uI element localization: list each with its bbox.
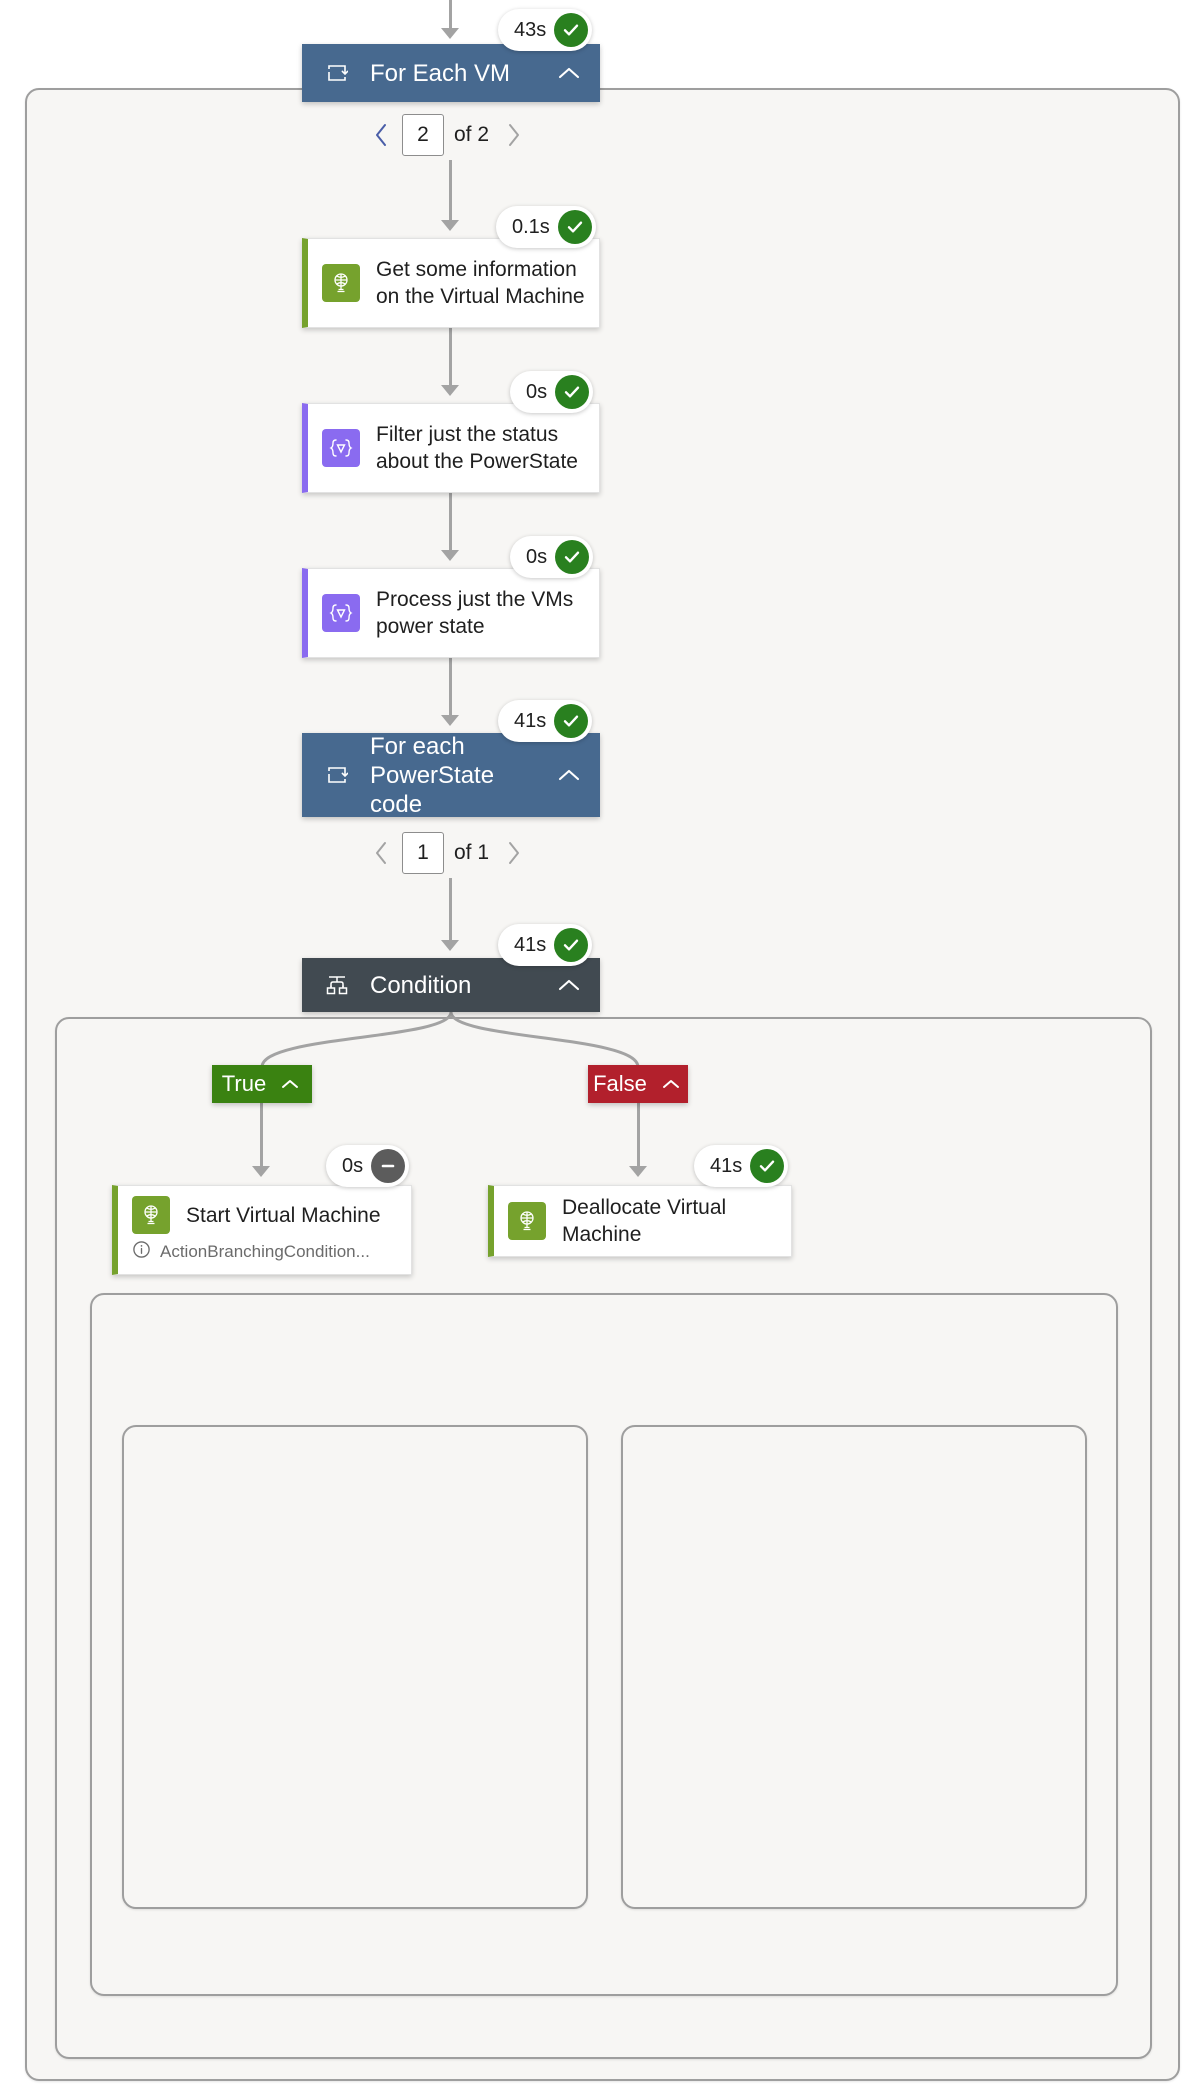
duration-label: 0.1s bbox=[512, 215, 550, 238]
azure-vm-icon bbox=[322, 264, 360, 302]
connector-into-foreach-vm bbox=[449, 0, 452, 30]
action-title: Get some information on the Virtual Mach… bbox=[376, 258, 585, 308]
action-card-process-power-state[interactable]: Process just the VMs power state bbox=[302, 568, 600, 658]
scope-title-foreach-powerstate: For each PowerState code bbox=[370, 732, 495, 818]
data-operation-icon bbox=[322, 429, 360, 467]
status-badge-get-information: 0.1s bbox=[496, 206, 596, 248]
connector-getinfo-to-filter bbox=[449, 328, 452, 386]
connector-false-to-dealloc bbox=[637, 1103, 640, 1167]
duration-label: 41s bbox=[710, 1154, 743, 1177]
scope-true-branch-body bbox=[122, 1425, 588, 1909]
loop-icon bbox=[322, 760, 352, 790]
chevron-up-icon[interactable] bbox=[659, 1072, 683, 1096]
scope-header-foreach-vm[interactable]: For Each VM bbox=[302, 44, 600, 102]
duration-label: 0s bbox=[526, 380, 548, 403]
duration-label: 0s bbox=[342, 1154, 364, 1177]
arrow-into-process bbox=[441, 550, 459, 561]
status-icon-succeeded bbox=[750, 1149, 785, 1183]
branch-label-true: True bbox=[221, 1071, 267, 1096]
status-badge-foreach-powerstate: 41s bbox=[498, 700, 593, 742]
arrow-into-deallocate-vm bbox=[629, 1166, 647, 1177]
action-subtext: ActionBranchingCondition... bbox=[160, 1242, 370, 1261]
action-title: Deallocate Virtual Machine bbox=[562, 1196, 727, 1246]
status-icon-succeeded bbox=[554, 13, 589, 47]
branch-label-false: False bbox=[593, 1071, 647, 1096]
status-icon-succeeded bbox=[555, 540, 590, 574]
loop-icon bbox=[322, 58, 352, 88]
arrow-into-filter bbox=[441, 385, 459, 396]
branch-header-true[interactable]: True bbox=[212, 1065, 312, 1103]
status-icon-succeeded bbox=[555, 375, 590, 409]
scope-title-condition: Condition bbox=[370, 971, 472, 999]
chevron-up-icon[interactable] bbox=[552, 758, 586, 792]
action-title: Process just the VMs power state bbox=[376, 588, 574, 638]
page-number-input[interactable]: 2 bbox=[402, 114, 444, 156]
action-card-filter-status[interactable]: Filter just the status about the PowerSt… bbox=[302, 403, 600, 493]
arrow-into-start-vm bbox=[252, 1166, 270, 1177]
status-badge-start-virtual-machine: 0s bbox=[326, 1145, 410, 1187]
pagination-foreach-vm[interactable]: 2 of 2 bbox=[366, 114, 529, 156]
connector-true-to-start bbox=[260, 1103, 263, 1167]
action-card-deallocate-virtual-machine[interactable]: Deallocate Virtual Machine bbox=[488, 1185, 792, 1257]
status-icon-succeeded bbox=[557, 210, 592, 244]
azure-vm-icon bbox=[508, 1202, 546, 1240]
pagination-foreach-powerstate[interactable]: 1 of 1 bbox=[366, 832, 529, 874]
info-icon bbox=[132, 1240, 151, 1264]
duration-label: 41s bbox=[514, 709, 547, 732]
action-subtext-row: ActionBranchingCondition... bbox=[118, 1234, 411, 1264]
chevron-up-icon[interactable] bbox=[552, 56, 586, 90]
scope-title-foreach-vm: For Each VM bbox=[370, 59, 511, 87]
status-icon-succeeded bbox=[554, 704, 589, 738]
action-title: Filter just the status about the PowerSt… bbox=[376, 423, 578, 473]
arrow-into-condition bbox=[441, 940, 459, 951]
status-badge-process-power-state: 0s bbox=[510, 536, 594, 578]
branch-header-false[interactable]: False bbox=[588, 1065, 688, 1103]
page-total-label: of 1 bbox=[454, 841, 490, 864]
action-card-get-information[interactable]: Get some information on the Virtual Mach… bbox=[302, 238, 600, 328]
status-badge-deallocate-virtual-machine: 41s bbox=[694, 1145, 789, 1187]
scope-header-condition[interactable]: Condition bbox=[302, 958, 600, 1012]
page-total-label: of 2 bbox=[454, 123, 490, 146]
status-icon-succeeded bbox=[554, 928, 589, 962]
next-page-icon[interactable] bbox=[499, 118, 529, 152]
chevron-up-icon[interactable] bbox=[552, 968, 586, 1002]
chevron-up-icon[interactable] bbox=[278, 1072, 302, 1096]
previous-page-icon[interactable] bbox=[366, 836, 396, 870]
duration-label: 41s bbox=[514, 933, 547, 956]
status-badge-foreach-vm: 43s bbox=[498, 9, 593, 51]
status-badge-filter-status: 0s bbox=[510, 371, 594, 413]
status-badge-condition: 41s bbox=[498, 924, 593, 966]
page-number-input[interactable]: 1 bbox=[402, 832, 444, 874]
condition-branch-icon bbox=[322, 970, 352, 1000]
previous-page-icon[interactable] bbox=[366, 118, 396, 152]
duration-label: 43s bbox=[514, 18, 547, 41]
arrow-into-foreach-ps bbox=[441, 715, 459, 726]
scope-header-foreach-powerstate[interactable]: For each PowerState code bbox=[302, 732, 600, 818]
action-card-start-virtual-machine[interactable]: Start Virtual Machine ActionBranchingCon… bbox=[112, 1185, 412, 1275]
connector-process-to-foreach-ps bbox=[449, 658, 452, 716]
connector-pager-to-getinfo bbox=[449, 160, 452, 222]
status-icon-skipped bbox=[371, 1149, 406, 1183]
connector-filter-to-process bbox=[449, 493, 452, 551]
azure-vm-icon bbox=[132, 1196, 170, 1234]
arrow-into-foreach-vm bbox=[441, 28, 459, 39]
connector-pager-ps-to-condition bbox=[449, 878, 452, 940]
arrow-into-getinfo bbox=[441, 220, 459, 231]
duration-label: 0s bbox=[526, 545, 548, 568]
data-operation-icon bbox=[322, 594, 360, 632]
action-title: Start Virtual Machine bbox=[186, 1203, 381, 1227]
next-page-icon[interactable] bbox=[499, 836, 529, 870]
scope-false-branch-body bbox=[621, 1425, 1087, 1909]
